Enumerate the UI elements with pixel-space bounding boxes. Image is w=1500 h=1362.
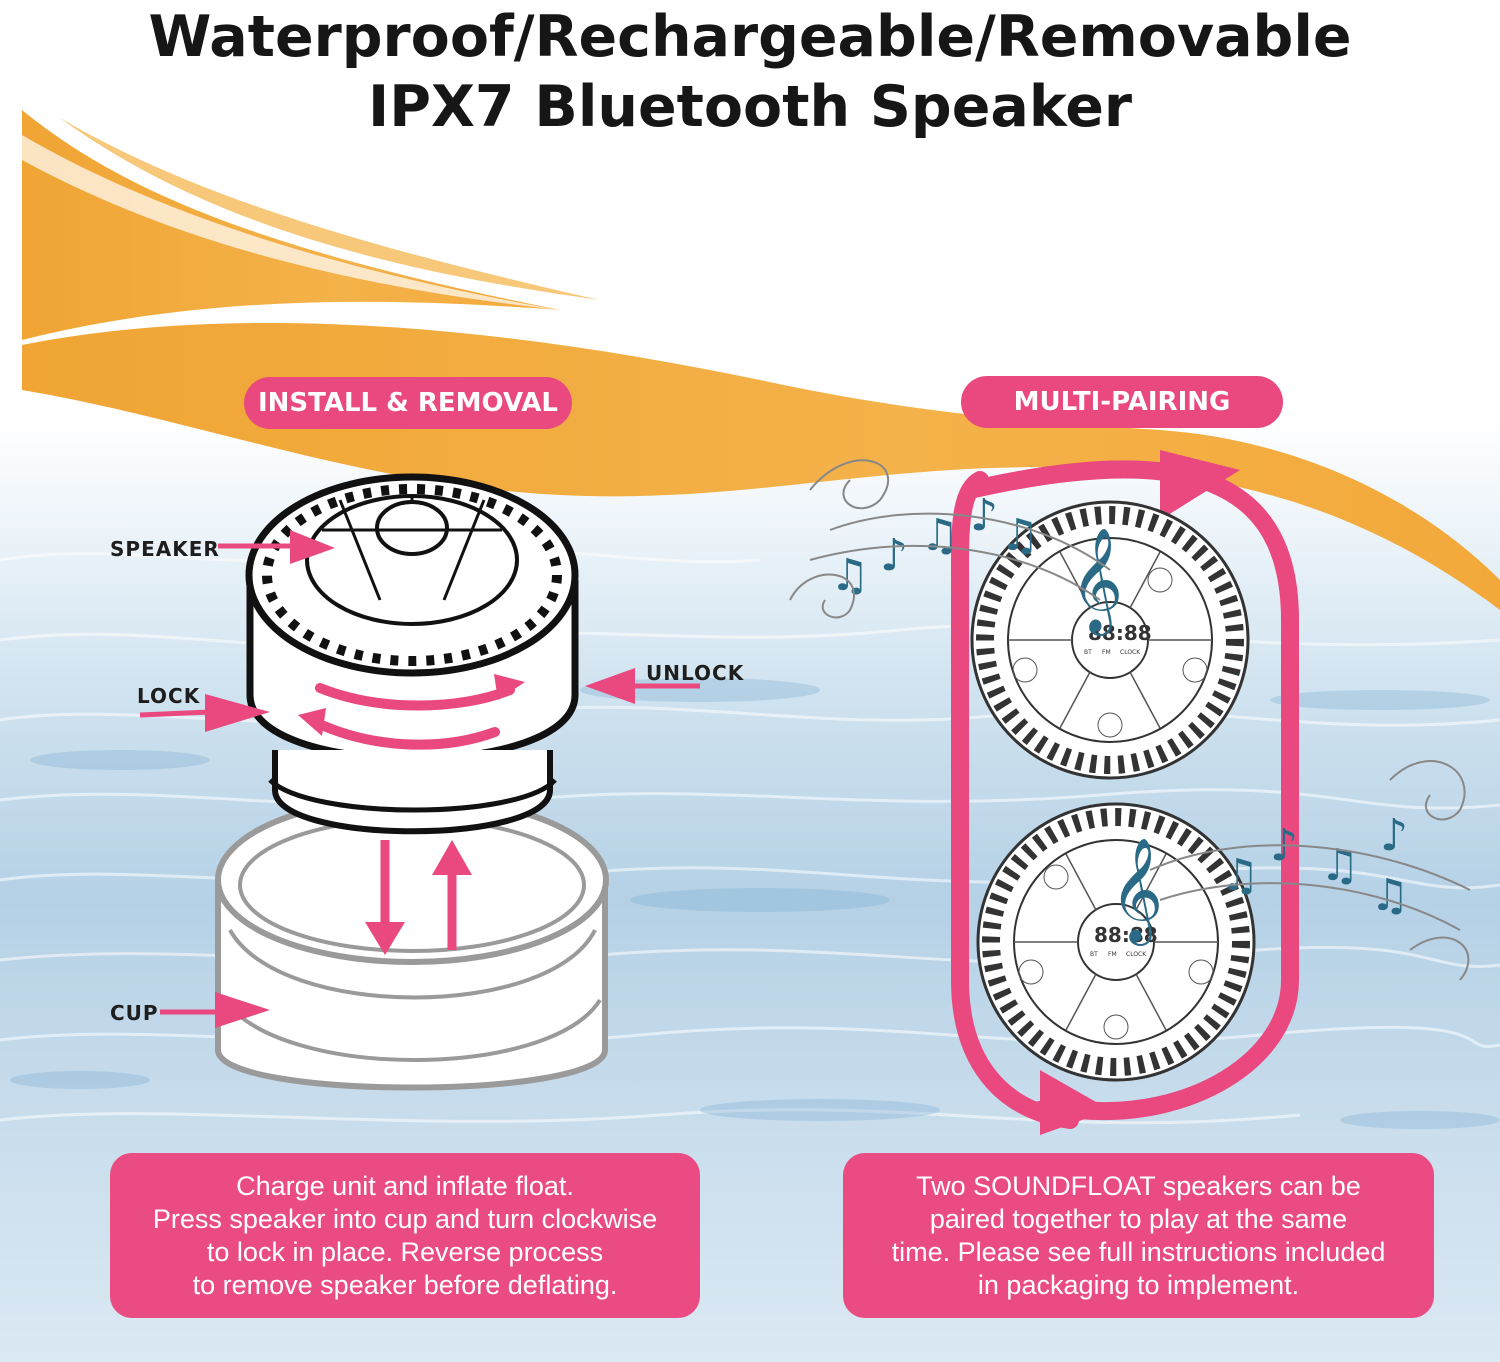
speaker-cup-illustration xyxy=(139,473,700,1091)
pairing-loop-arrow xyxy=(951,460,1299,1129)
multi-pairing-heading: MULTI-PAIRING xyxy=(961,376,1283,428)
unlock-label: UNLOCK xyxy=(646,661,745,685)
loop-arrow-head-top xyxy=(1160,450,1240,520)
cup-label: CUP xyxy=(110,1001,159,1025)
svg-text:BT: BT xyxy=(1090,951,1098,958)
music-note-icon: ♫ xyxy=(1220,850,1259,901)
music-notes-top: ♫ ♪ ♫ ♪ 𝄞 ♫ xyxy=(830,490,1123,636)
install-description-line: to lock in place. Reverse process xyxy=(206,1236,604,1267)
cup-illustration xyxy=(215,795,609,1091)
pairing-description-line: Two SOUNDFLOAT speakers can be xyxy=(916,1170,1361,1201)
lock-label: LOCK xyxy=(137,684,201,708)
multi-pairing-illustration: 88:88 BT FM CLOCK 88:88 BT FM CLOCK ♫ ♪ … xyxy=(789,450,1471,1135)
install-description-line: Charge unit and inflate float. xyxy=(236,1170,574,1201)
music-note-icon: ♫ xyxy=(920,510,959,561)
rotate-arrows xyxy=(310,683,515,750)
loop-arrow-head-bottom xyxy=(1040,1070,1110,1135)
music-note-icon: ♪ xyxy=(880,530,908,581)
install-description-line: to remove speaker before deflating. xyxy=(192,1269,618,1300)
music-note-icon: ♪ xyxy=(1380,810,1408,861)
speaker-disc-bottom: 88:88 BT FM CLOCK xyxy=(976,802,1256,1082)
treble-clef-icon: 𝄞 xyxy=(1110,837,1163,946)
install-description: Charge unit and inflate float. Press spe… xyxy=(110,1153,700,1318)
pairing-description-line: paired together to play at the same xyxy=(929,1203,1348,1234)
page-title-line-2: IPX7 Bluetooth Speaker xyxy=(367,74,1133,140)
swirls-bottom xyxy=(1149,760,1471,981)
svg-text:CLOCK: CLOCK xyxy=(1120,649,1141,656)
pairing-description-line: in packaging to implement. xyxy=(977,1269,1300,1300)
music-note-icon: ♪ xyxy=(970,490,998,541)
display-digits-bottom: 88:88 xyxy=(1094,923,1158,947)
display-digits-top: 88:88 xyxy=(1088,621,1152,645)
install-description-line: Press speaker into cup and turn clockwis… xyxy=(152,1203,658,1234)
speaker-illustration xyxy=(245,473,579,835)
page-title-line-1: Waterproof/Rechargeable/Removable xyxy=(148,4,1352,70)
speaker-disc-top: 88:88 BT FM CLOCK xyxy=(970,500,1250,780)
orange-wave xyxy=(22,110,560,340)
swirls-top xyxy=(789,459,1111,619)
treble-clef-icon: 𝄞 xyxy=(1070,527,1123,636)
speaker-vents xyxy=(262,484,562,666)
svg-text:CLOCK: CLOCK xyxy=(1126,951,1147,958)
svg-text:FM: FM xyxy=(1108,951,1117,958)
speaker-label: SPEAKER xyxy=(110,537,220,561)
pairing-description-line: time. Please see full instructions inclu… xyxy=(891,1236,1386,1267)
music-notes-bottom: 𝄞 ♫ ♪ ♫ ♫ ♪ xyxy=(1110,810,1409,946)
music-note-icon: ♫ xyxy=(1000,510,1039,561)
svg-text:FM: FM xyxy=(1102,649,1111,656)
svg-text:BT: BT xyxy=(1084,649,1092,656)
install-removal-heading: INSTALL & REMOVAL xyxy=(244,377,572,429)
music-note-icon: ♫ xyxy=(1370,870,1409,921)
pairing-description: Two SOUNDFLOAT speakers can be paired to… xyxy=(843,1153,1434,1318)
